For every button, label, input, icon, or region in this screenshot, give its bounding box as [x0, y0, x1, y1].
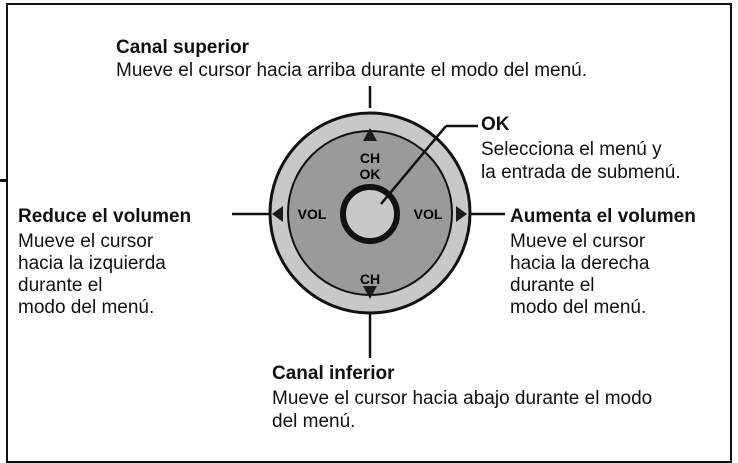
volume-up-description-line2: hacia la derecha [510, 253, 650, 274]
channel-down-title: Canal inferior [272, 363, 395, 384]
ch-up-label: CH [360, 150, 380, 166]
arrow-down-icon[interactable] [363, 286, 377, 299]
edge-divider [0, 179, 8, 182]
arrow-right-icon[interactable] [456, 206, 467, 222]
volume-down-description-line3: durante el [18, 275, 103, 296]
volume-down-description-line2: hacia la izquierda [18, 253, 166, 274]
volume-down-description-line4: modo del menú. [18, 297, 155, 318]
arrow-left-icon[interactable] [272, 206, 283, 222]
volume-up-description-line4: modo del menú. [510, 297, 647, 318]
channel-down-description-line2: del menú. [272, 411, 356, 432]
ok-leader [380, 125, 447, 205]
ok-description-line2: la entrada de submenú. [481, 162, 681, 183]
volume-up-title: Aumenta el volumen [510, 206, 696, 227]
channel-up-description: Mueve el cursor hacia arriba durante el … [116, 60, 588, 81]
ch-down-label: CH [360, 271, 380, 287]
arrow-up-icon[interactable] [363, 128, 377, 141]
volume-down-title: Reduce el volumen [18, 206, 192, 227]
volume-up-description-line1: Mueve el cursor [510, 231, 646, 252]
channel-up-title: Canal superior [116, 37, 250, 58]
channel-down-description-line1: Mueve el cursor hacia abajo durante el m… [272, 388, 653, 409]
vol-left-label: VOL [298, 206, 327, 222]
vol-right-label: VOL [414, 206, 443, 222]
ok-title: OK [481, 114, 510, 135]
volume-down-description-line1: Mueve el cursor [18, 231, 154, 252]
control-pad-diagram: CH OK VOL VOL CH [232, 86, 505, 358]
ok-label: OK [360, 166, 381, 182]
ok-description-line1: Selecciona el menú y [481, 139, 662, 160]
volume-up-description-line3: durante el [510, 275, 595, 296]
